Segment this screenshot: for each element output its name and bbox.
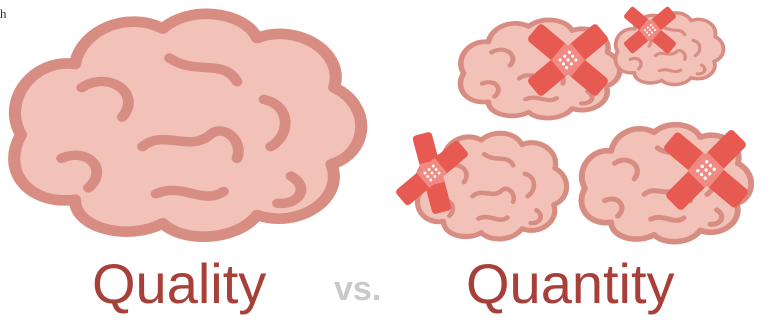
vs-label: vs. — [334, 270, 382, 308]
bandaged-brain-icon — [613, 5, 726, 87]
bandaged-brain-icon — [581, 125, 751, 242]
big-brain-icon — [14, 14, 361, 237]
bandaged-brain-icon — [460, 20, 619, 118]
bandaged-brain-icon — [394, 131, 567, 239]
quality-label: Quality — [92, 252, 267, 315]
stray-text: h — [0, 6, 7, 21]
quantity-label: Quantity — [466, 252, 675, 315]
